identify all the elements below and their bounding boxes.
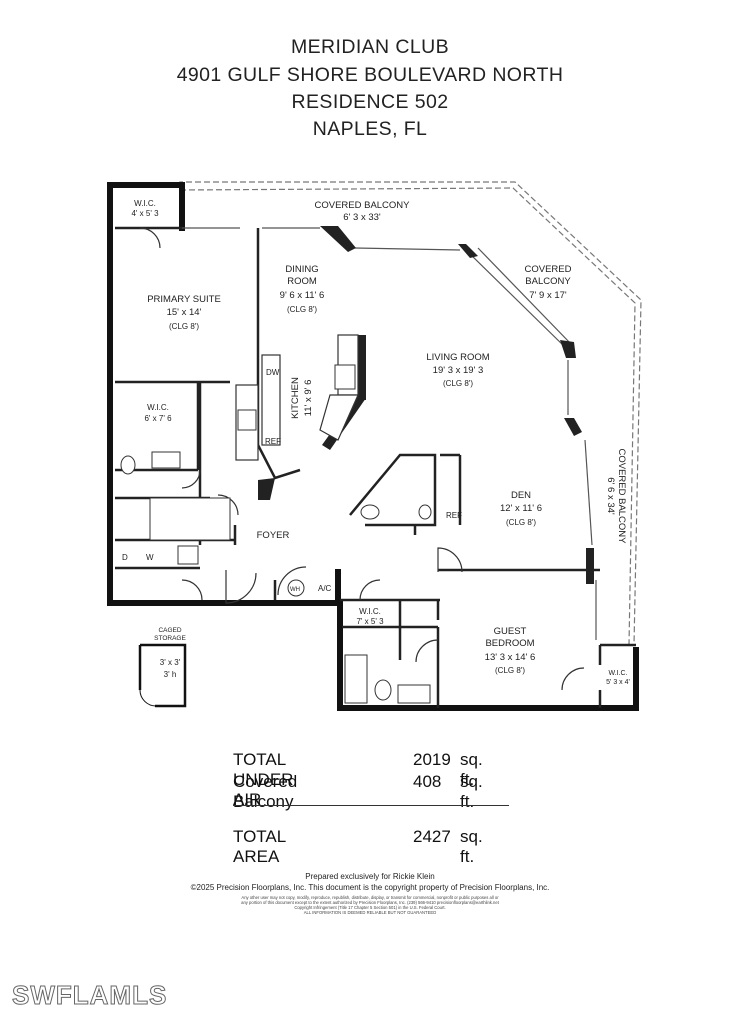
dining-size: 9' 6 x 11' 6 <box>280 290 325 301</box>
living-ceiling: (CLG 8') <box>443 379 473 388</box>
room-labels: W.I.C. 4' x 5' 3 COVERED BALCONY 6' 3 x … <box>131 199 629 686</box>
copyright-line: ©2025 Precision Floorplans, Inc. This do… <box>190 883 550 892</box>
water-heater-label: WH <box>290 587 300 593</box>
dw-label: DW <box>266 368 280 377</box>
balcony-label: Covered Balcony <box>233 772 298 811</box>
wic-guest-size: 7' x 5' 3 <box>356 617 384 626</box>
balcony-angle-size: 7' 9 x 17' <box>529 290 567 301</box>
guest-name: GUEST <box>494 626 527 637</box>
wic-bath-size: 6' x 7' 6 <box>144 414 172 423</box>
ac-label: A/C <box>318 584 332 593</box>
fine-print-3: Copyright Infringement (Title 17 Chapter… <box>294 905 446 910</box>
dining-ceiling: (CLG 8') <box>287 305 317 314</box>
doors <box>139 227 585 691</box>
guest-ceiling: (CLG 8') <box>495 666 525 675</box>
wic-bath-name: W.I.C. <box>147 403 169 412</box>
storage-size: 3' x 3' <box>160 658 181 667</box>
storage-name2: STORAGE <box>154 635 186 642</box>
residence-number: RESIDENCE 502 <box>291 91 449 113</box>
total-area-value: 2427 <box>413 827 451 846</box>
under-air-label: TOTAL UNDER AIR <box>233 750 294 809</box>
dining-name: DINING <box>285 264 318 275</box>
fixture-labels: DW REF REF D W WH A/C <box>122 368 462 593</box>
glass-walls <box>182 227 597 640</box>
total-area-label: TOTAL AREA <box>233 827 286 866</box>
balcony-top-size: 6' 3 x 33' <box>343 212 381 223</box>
wic-primary-name: W.I.C. <box>134 199 156 208</box>
kitchen-name: KITCHEN <box>290 377 301 419</box>
balcony-side-name: COVERED BALCONY <box>616 448 627 544</box>
dryer-label: D <box>122 553 128 562</box>
wic-guest-small-name: W.I.C. <box>608 670 627 677</box>
under-air-value: 2019 <box>413 750 451 769</box>
fine-print-1: Any other user may not copy, modify, rep… <box>241 895 499 900</box>
caged-storage-box <box>138 643 187 708</box>
wic-guest-name: W.I.C. <box>359 607 381 616</box>
guest-name2: BEDROOM <box>485 638 534 649</box>
storage-name: CAGED <box>158 627 181 634</box>
mls-watermark: SWFLAMLS <box>11 980 168 1011</box>
prepared-for: Prepared exclusively for Rickie Klein <box>305 872 435 881</box>
foyer-name: FOYER <box>257 530 290 541</box>
city-state: NAPLES, FL <box>312 118 428 140</box>
wic-guest-small-size: 5' 3 x 4' <box>606 679 630 686</box>
exterior-walls <box>107 182 639 711</box>
primary-suite-name: PRIMARY SUITE <box>147 294 221 305</box>
primary-suite-ceiling: (CLG 8') <box>169 322 199 331</box>
building-name: MERIDIAN CLUB <box>291 36 449 58</box>
under-air-unit: sq. ft. <box>460 750 483 789</box>
dining-name2: ROOM <box>287 276 317 287</box>
kitchen-size: 11' x 9' 6 <box>303 380 314 417</box>
balcony-angle-name2: BALCONY <box>525 276 571 287</box>
wic-primary-size: 4' x 5' 3 <box>131 209 159 218</box>
floor-plan-drawing: DW REF REF D W WH A/C W.I.C. 4' x 5' 3 C… <box>107 181 642 711</box>
total-area-unit: sq. ft. <box>460 827 483 866</box>
guest-size: 13' 3 x 14' 6 <box>485 652 536 663</box>
ref-label: REF <box>265 437 281 446</box>
fine-print-4: ALL INFORMATION IS DEEMED RELIABLE BUT N… <box>303 910 437 915</box>
den-name: DEN <box>511 490 531 501</box>
address-line: 4901 GULF SHORE BOULEVARD NORTH <box>176 64 564 86</box>
bath-fixtures <box>120 364 432 704</box>
balcony-value: 408 <box>413 772 442 791</box>
primary-suite-size: 15' x 14' <box>167 307 202 318</box>
balcony-angle-name: COVERED <box>525 264 572 275</box>
balcony-unit: sq. ft. <box>460 772 483 811</box>
living-name: LIVING ROOM <box>426 352 489 363</box>
kitchen-counters <box>235 334 359 461</box>
living-size: 19' 3 x 19' 3 <box>433 365 484 376</box>
ref2-label: REF <box>446 511 462 520</box>
totals-divider <box>233 805 509 806</box>
washer-label: W <box>146 553 154 562</box>
den-ceiling: (CLG 8') <box>506 518 536 527</box>
storage-height: 3' h <box>164 670 177 679</box>
den-size: 12' x 11' 6 <box>500 503 542 514</box>
balcony-side-size: 6' 6 x 34' <box>605 477 616 515</box>
balcony-top-name: COVERED BALCONY <box>314 200 410 211</box>
fine-print-2: any portion of this document except to t… <box>241 900 499 905</box>
